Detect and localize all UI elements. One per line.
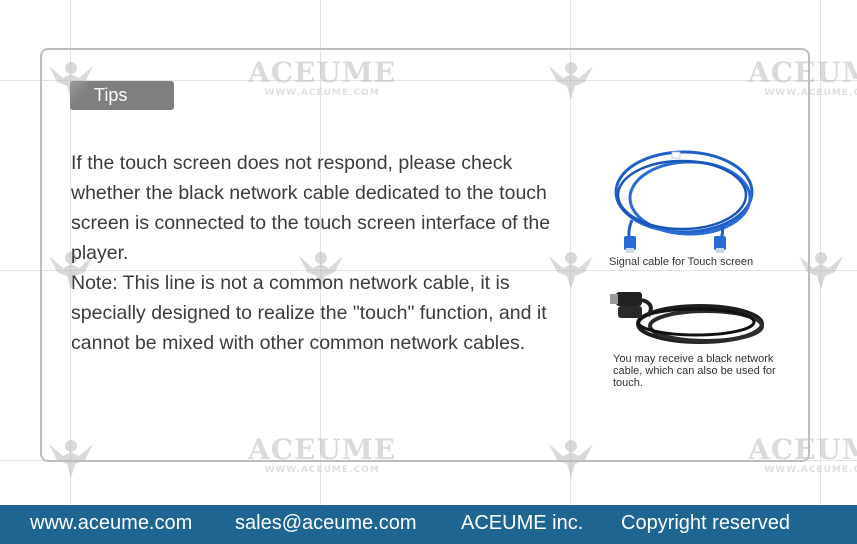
content-card [40,48,810,462]
black-cable-caption: You may receive a black network cable, w… [613,353,776,389]
black-network-cable-image [610,292,764,344]
grid-line [820,0,821,508]
footer-copyright: Copyright reserved [621,512,790,534]
tips-label: Tips [70,81,174,110]
footer-website-link[interactable]: www.aceume.com [30,512,193,534]
watermark-url: WWW.ACEUME.COM [764,465,857,475]
footer-company: ACEUME inc. [461,512,584,534]
grid-line [0,270,857,271]
tips-paragraph: If the touch screen does not respond, pl… [71,152,551,264]
grid-line [0,80,857,81]
tips-label-text: Tips [94,85,128,105]
footer-email-link[interactable]: sales@aceume.com [235,512,417,534]
tab-notch [70,81,88,110]
blue-network-cable-image [614,150,754,253]
watermark-url: WWW.ACEUME.COM [264,465,380,475]
tips-body: If the touch screen does not respond, pl… [71,148,571,358]
blue-cable-caption: Signal cable for Touch screen [609,256,754,268]
footer-bar: www.aceume.com sales@aceume.com ACEUME i… [0,505,857,544]
tips-note: Note: This line is not a common network … [71,272,547,354]
